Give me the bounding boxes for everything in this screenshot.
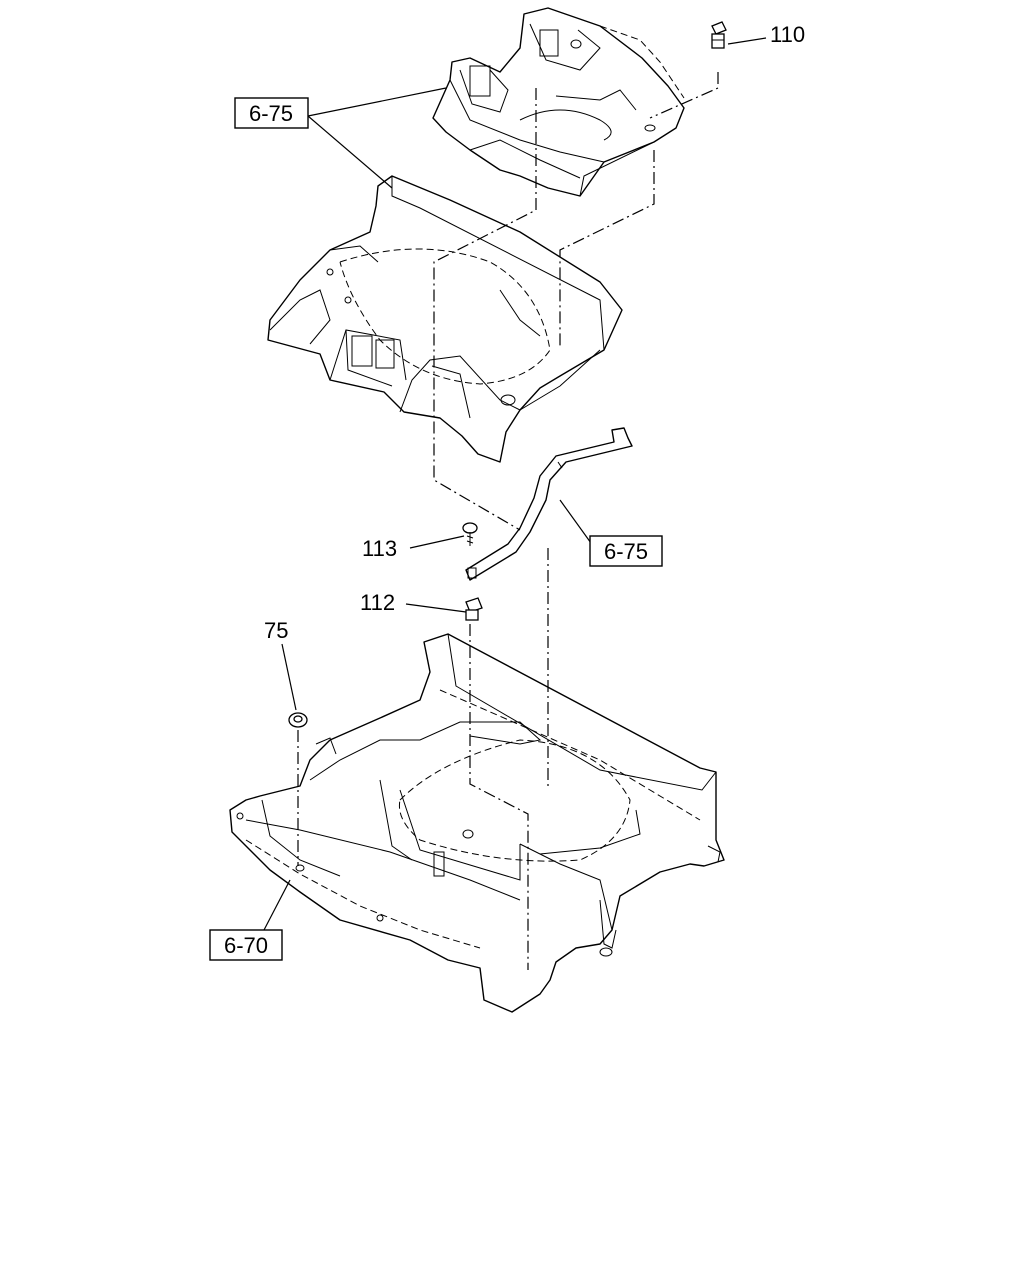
bracket-strip <box>465 427 633 581</box>
callout-112: 112 <box>360 590 395 615</box>
clip-112 <box>465 597 483 621</box>
ref-label-top: 6-75 <box>249 101 293 126</box>
ref-label-middle: 6-75 <box>604 539 648 564</box>
callout-75: 75 <box>264 618 288 643</box>
middle-floor-panel <box>267 175 623 463</box>
ref-label-bottom: 6-70 <box>224 933 268 958</box>
bolt-110 <box>711 21 727 49</box>
leader-lines <box>263 37 767 931</box>
grommet-75 <box>288 712 308 728</box>
upper-insulator-panel <box>432 7 685 197</box>
ref-box-top: 6-75 <box>234 97 309 129</box>
assembly-centerlines <box>297 72 719 970</box>
ref-box-bottom: 6-70 <box>209 929 283 961</box>
ref-box-middle: 6-75 <box>589 535 663 567</box>
lower-floor-panel <box>229 633 725 1013</box>
screw-113 <box>462 522 478 546</box>
callout-110: 110 <box>770 22 805 47</box>
callout-113: 113 <box>362 536 397 561</box>
